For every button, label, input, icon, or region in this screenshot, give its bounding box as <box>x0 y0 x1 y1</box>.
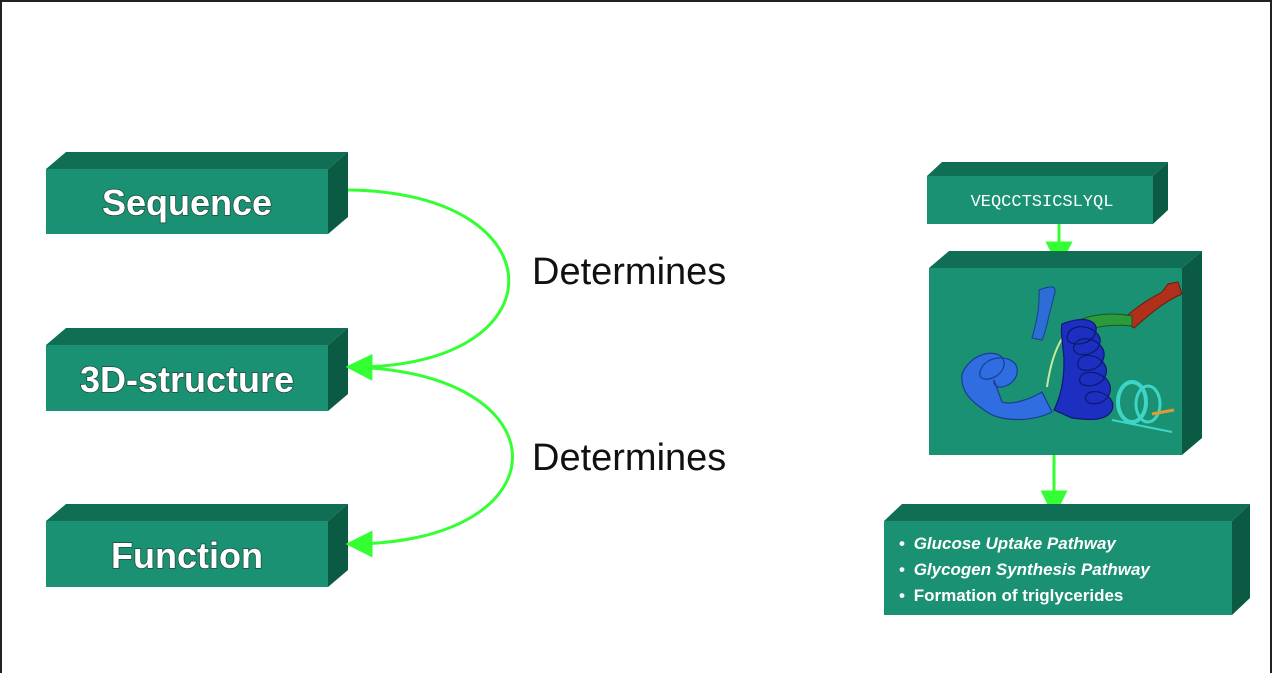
sequence-code-box: VEQCCTSICSLYQL <box>927 162 1168 224</box>
function-label: Function <box>111 535 263 576</box>
function-item-3: • Formation of triglycerides <box>899 586 1123 605</box>
protein-ribbon-icon <box>961 281 1183 433</box>
structure-image-box <box>929 251 1202 455</box>
function-box: Function <box>46 504 348 587</box>
determines-arrow-bottom <box>345 365 514 558</box>
determines-arrow-top <box>345 188 511 381</box>
structure-box: 3D-structure <box>46 328 348 411</box>
function-item-2: • Glycogen Synthesis Pathway <box>899 560 1151 579</box>
sequence-code: VEQCCTSICSLYQL <box>971 193 1114 212</box>
function-item-1: • Glucose Uptake Pathway <box>899 534 1117 553</box>
determines-label-bottom: Determines <box>532 437 726 479</box>
function-list-box: • Glucose Uptake Pathway • Glycogen Synt… <box>884 504 1250 615</box>
structure-label: 3D-structure <box>80 359 294 400</box>
determines-label-top: Determines <box>532 251 726 293</box>
sequence-box: Sequence <box>46 152 348 234</box>
sequence-label: Sequence <box>102 182 272 223</box>
